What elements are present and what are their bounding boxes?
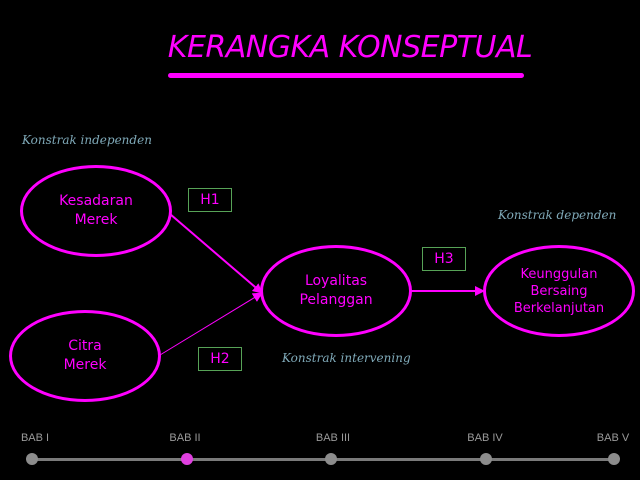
- arrow-h1: [169, 213, 263, 294]
- page-title: KERANGKA KONSEPTUAL: [167, 30, 533, 65]
- nav-dot-bab-2[interactable]: [181, 453, 193, 465]
- nav-label-bab-4[interactable]: BAB IV: [467, 432, 503, 444]
- title-underline: [168, 73, 524, 78]
- node-loyalitas-pelanggan: Loyalitas Pelanggan: [260, 245, 412, 337]
- nav-label-bab-1[interactable]: BAB I: [20, 432, 50, 444]
- hypothesis-h1: H1: [188, 188, 232, 212]
- node-label: Merek: [74, 212, 118, 228]
- node-label: Keunggulan: [520, 266, 598, 282]
- node-label: Kesadaran: [59, 193, 133, 209]
- caption-konstrak-intervening: Konstrak intervening: [282, 351, 411, 365]
- nav-dot-bab-3[interactable]: [325, 453, 337, 465]
- node-label: Berkelanjutan: [513, 300, 605, 316]
- nav-label-bab-3[interactable]: BAB III: [315, 432, 351, 444]
- node-keunggulan-bersaing: Keunggulan Bersaing Berkelanjutan: [483, 245, 635, 337]
- hypothesis-h3: H3: [422, 247, 466, 271]
- nav-dot-bab-5[interactable]: [608, 453, 620, 465]
- caption-konstrak-independen: Konstrak independen: [22, 133, 152, 147]
- hypothesis-h2: H2: [198, 347, 242, 371]
- node-label: Citra: [68, 338, 102, 354]
- nav-track: [32, 458, 614, 461]
- node-kesadaran-merek: Kesadaran Merek: [20, 165, 172, 257]
- arrow-h2: [159, 292, 263, 356]
- nav-label-bab-2[interactable]: BAB II: [169, 432, 201, 444]
- node-label: Bersaing: [530, 283, 588, 299]
- nav-dot-bab-4[interactable]: [480, 453, 492, 465]
- node-label: Pelanggan: [299, 292, 373, 308]
- nav-dot-bab-1[interactable]: [26, 453, 38, 465]
- node-label: Loyalitas: [304, 273, 368, 289]
- nav-label-bab-5[interactable]: BAB V: [596, 432, 630, 444]
- node-label: Merek: [63, 357, 107, 373]
- caption-konstrak-dependen: Konstrak dependen: [498, 208, 617, 222]
- node-citra-merek: Citra Merek: [9, 310, 161, 402]
